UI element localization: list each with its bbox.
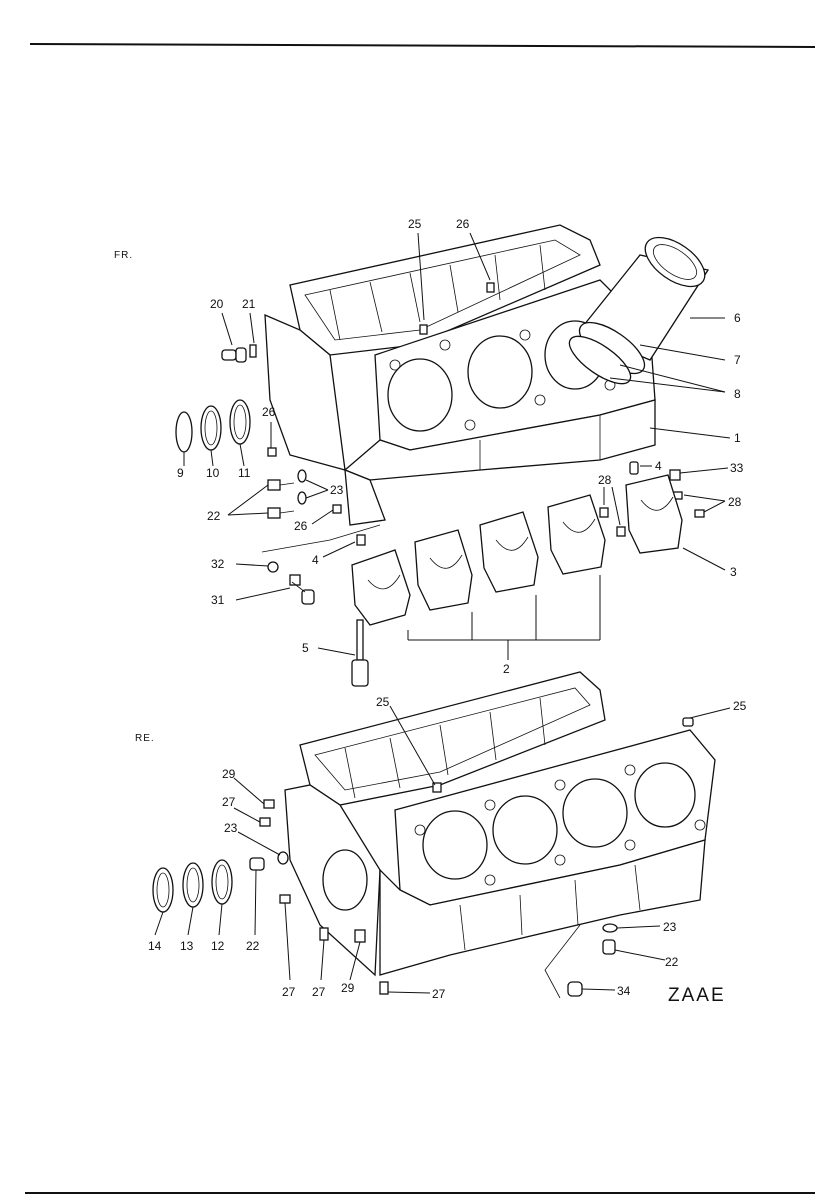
callout-20: 20 — [210, 297, 224, 311]
callout-7: 7 — [734, 353, 741, 367]
rear-cylinder-block — [284, 671, 716, 977]
callout-3: 3 — [730, 565, 737, 579]
callout-8: 8 — [734, 387, 741, 401]
callout-25-front: 25 — [408, 217, 422, 231]
front-cylinder-block — [264, 224, 656, 526]
callout-26-front-mid: 26 — [262, 405, 276, 419]
callout-25-rear-left: 25 — [376, 695, 390, 709]
callout-14: 14 — [148, 939, 162, 953]
callout-23-front: 23 — [330, 483, 344, 497]
front-leaders — [183, 232, 731, 656]
callout-33: 33 — [730, 461, 744, 475]
callout-31: 31 — [211, 593, 225, 607]
callout-27-rear-top: 27 — [222, 795, 236, 809]
callout-27-rear-b: 27 — [282, 985, 296, 999]
callout-22-rear-right: 22 — [665, 955, 679, 969]
callout-12: 12 — [211, 939, 225, 953]
callout-13: 13 — [180, 939, 194, 953]
front-view-label: FR. — [114, 250, 133, 261]
callout-11: 11 — [238, 466, 251, 480]
callout-6: 6 — [734, 311, 741, 325]
top-rule — [29, 43, 816, 48]
diagram-code: ZAAE — [668, 985, 726, 1006]
callout-10: 10 — [206, 466, 220, 480]
cylinder-liner — [568, 236, 710, 385]
front-callouts: 25 26 20 21 6 7 8 26 9 10 11 1 4 33 23 2… — [177, 217, 744, 676]
callout-28-front-left: 28 — [598, 473, 612, 487]
rear-leaders — [154, 705, 731, 999]
callout-4-front-right: 4 — [655, 459, 662, 473]
callout-22-front: 22 — [207, 509, 221, 523]
callout-1: 1 — [734, 431, 741, 445]
callout-22-rear-left: 22 — [246, 939, 260, 953]
main-bearing-caps — [351, 474, 683, 660]
callout-29-rear-bottom: 29 — [341, 981, 355, 995]
callout-26-front-top: 26 — [456, 217, 470, 231]
rear-callouts: 25 25 29 27 23 14 13 12 22 27 27 29 27 2… — [148, 695, 747, 1001]
callout-25-rear-right: 25 — [733, 699, 747, 713]
rear-view-label: RE. — [135, 733, 155, 744]
callout-28-front-right: 28 — [728, 495, 742, 509]
callout-29-rear-top: 29 — [222, 767, 236, 781]
callout-4-front-left: 4 — [312, 553, 319, 567]
callout-26-front-low: 26 — [294, 519, 308, 533]
callout-32: 32 — [211, 557, 225, 571]
callout-34: 34 — [617, 984, 631, 998]
callout-23-rear-left: 23 — [224, 821, 238, 835]
front-small-parts — [175, 282, 705, 687]
callout-5: 5 — [302, 641, 309, 655]
callout-23-rear-right: 23 — [663, 920, 677, 934]
callout-2: 2 — [503, 662, 510, 676]
callout-27-rear-c: 27 — [312, 985, 326, 999]
callout-9: 9 — [177, 466, 184, 480]
callout-27-rear-d: 27 — [432, 987, 446, 1001]
callout-21: 21 — [242, 297, 256, 311]
